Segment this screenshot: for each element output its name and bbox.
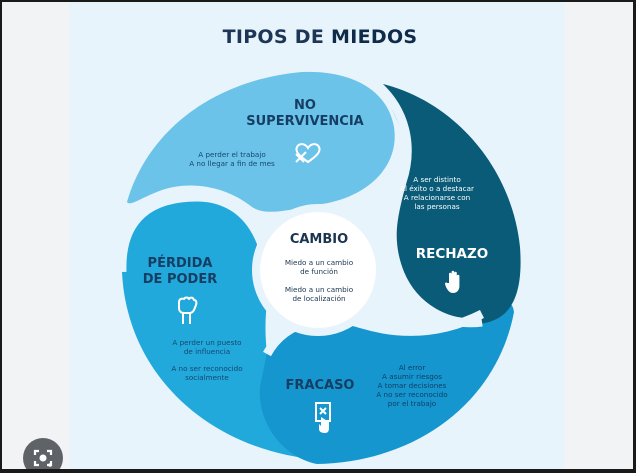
items-fracaso: Al error A asumir riesgos A tomar decisi… [376,363,448,408]
title-part-1: TIPOS DE [222,26,332,48]
heading-rechazo: RECHAZO [415,246,489,262]
raised-fist-icon [178,296,198,324]
items-cambio-1: Miedo a un cambio de función [284,258,354,276]
hand-stop-icon [444,270,460,293]
heading-fracaso: FRACASO [285,378,355,393]
screenshot-frame: TIPOS DE MIEDOS NO SUPERVIVENCIA A perde… [2,2,633,469]
items-rechazo: A ser distinto Al éxito o a destacar A r… [400,175,474,211]
items-no-supervivencia: A perder el trabajo A no llegar a fin de… [189,150,275,168]
items-cambio-2: Miedo a un cambio de localización [284,285,354,303]
heading-no-supervivencia: NO SUPERVIVENCIA [246,98,364,130]
heading-perdida-de-poder: PÉRDIDA DE PODER [142,256,218,288]
hand-card-x-icon [315,402,331,433]
lens-search-icon [33,449,53,467]
center-circle [252,204,384,336]
title-part-2: MIEDOS [331,26,418,48]
lens-search-button[interactable] [23,438,63,469]
heading-cambio: CAMBIO [289,232,349,247]
segment-no-supervivencia [127,71,395,212]
infographic-title: TIPOS DE MIEDOS [2,26,633,48]
items-perdida-de-poder-1: A perder un puesto de influencia [172,338,242,356]
broken-heart-icon [295,143,321,164]
items-perdida-de-poder-2: A no ser reconocido socialmente [171,364,243,382]
